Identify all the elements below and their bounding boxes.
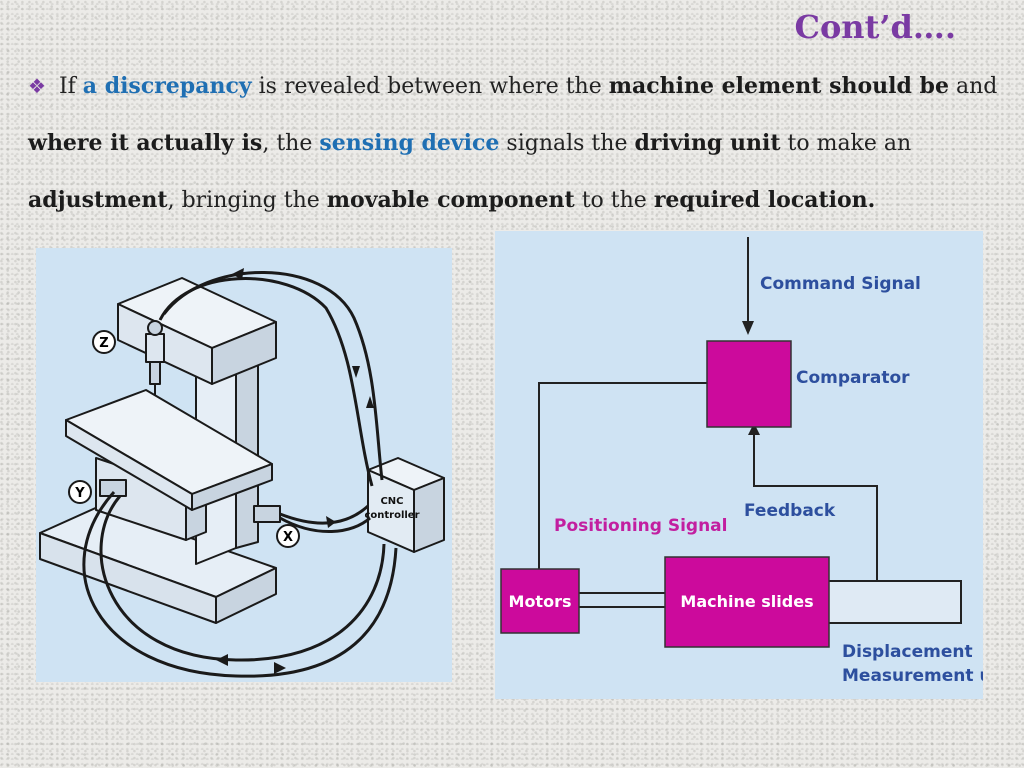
text-segment: , the [262,131,313,156]
displacement-label-line1: Displacement [842,642,973,662]
text-segment: to the [581,188,647,213]
svg-text:X: X [283,530,293,545]
controller-label-line2: controller [364,510,419,521]
svg-text:Z: Z [99,336,108,351]
bold-driving-unit: driving unit [634,130,781,156]
bullet-paragraph: ❖ If a discrepancy is revealed between w… [28,58,1003,229]
text-segment: signals the [506,131,628,156]
cnc-machine-illustration: CNC controller Z Y [39,268,445,678]
bold-required-location: required location. [653,187,876,213]
diagram-connectors [538,237,962,624]
arrowheads [742,321,760,435]
bold-movable-component: movable component [326,187,575,213]
text-segment: and [955,74,998,99]
axis-y-marker: Y [68,480,92,504]
block-diagram-panel: Command Signal Comparator Feedback Posit… [495,231,1018,699]
svg-text:Y: Y [74,486,85,501]
motors-label: Motors [509,592,572,611]
slide-title: Cont’d…. [794,8,956,46]
text-segment: to make an [787,131,912,156]
cable-arrows [216,268,374,674]
comparator-block [706,340,792,428]
bold-adjustment: adjustment [28,187,168,213]
highlight-a-discrepancy: a discrepancy [82,73,252,99]
closed-loop-block-diagram: Command Signal Comparator Feedback Posit… [500,237,1018,686]
motors-block [500,568,580,634]
displacement-label-line2: Measurement unit [842,666,983,686]
bold-actual-position: where it actually is [28,130,263,156]
axis-x-marker: X [276,524,300,548]
diamond-bullet-icon: ❖ [28,74,46,98]
text-segment: is revealed between where the [258,74,602,99]
signal-cables [82,271,398,678]
text-segment: , bringing the [167,188,320,213]
controller-label-line1: CNC [380,496,403,507]
text-segment: If [58,74,76,99]
positioning-signal-label: Positioning Signal [554,516,727,536]
machine-slides-label: Machine slides [680,592,813,611]
feedback-label: Feedback [744,501,836,521]
comparator-label: Comparator [796,368,910,388]
bold-machine-element: machine element should be [608,73,949,99]
highlight-sensing-device: sensing device [319,130,500,156]
axis-z-marker: Z [92,330,116,354]
command-signal-label: Command Signal [760,274,921,294]
machine-diagram-panel: CNC controller Z Y [36,248,452,682]
machine-slides-block [664,556,830,648]
